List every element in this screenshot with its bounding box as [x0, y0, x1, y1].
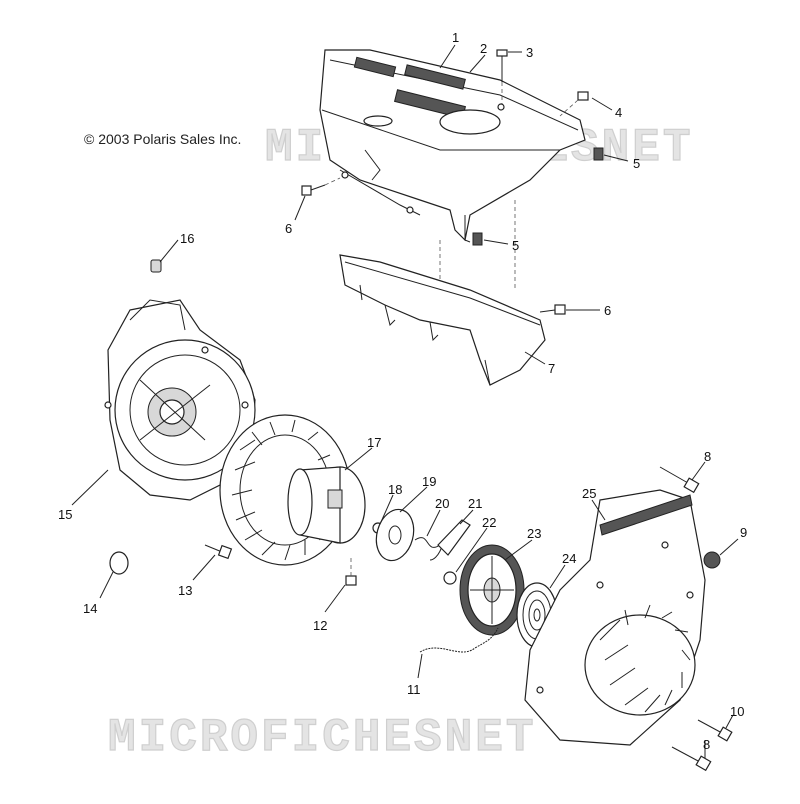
- callout-22: 22: [482, 515, 496, 530]
- screw-6-lower: [539, 304, 566, 315]
- starter-cup-17: [287, 466, 366, 544]
- recoil-housing-25: [524, 489, 706, 746]
- screw-4: [559, 91, 589, 117]
- callout-16: 16: [180, 231, 194, 246]
- top-shroud: [319, 49, 586, 243]
- callout-6a: 6: [285, 221, 292, 236]
- callout-23: 23: [527, 526, 541, 541]
- pulley-23: [459, 544, 525, 636]
- watermark-bottom: MICROFICHESNET: [108, 712, 536, 764]
- callout-15: 15: [58, 507, 72, 522]
- callout-24: 24: [562, 551, 576, 566]
- callout-3: 3: [526, 45, 533, 60]
- callout-14: 14: [83, 601, 97, 616]
- fan-housing-15: [104, 299, 256, 501]
- copyright-notice: © 2003 Polaris Sales Inc.: [84, 131, 242, 147]
- callout-9: 9: [740, 525, 747, 540]
- clip-5-upper: [593, 147, 604, 161]
- callout-13: 13: [178, 583, 192, 598]
- bolt-12: [345, 555, 357, 586]
- callout-12: 12: [313, 618, 327, 633]
- spring-20: [414, 537, 443, 561]
- pawl-21: [437, 519, 471, 556]
- screw-6-upper: [301, 177, 341, 196]
- callout-25: 25: [582, 486, 596, 501]
- screw-3: [496, 49, 508, 111]
- bolt-10: [697, 719, 733, 742]
- callout-5b: 5: [512, 238, 519, 253]
- callout-11: 11: [407, 682, 421, 697]
- bolt-8-lower: [671, 746, 712, 772]
- callout-1: 1: [452, 30, 459, 45]
- callout-5a: 5: [633, 156, 640, 171]
- nut-9: [703, 551, 721, 569]
- bolt-8-upper: [659, 466, 700, 494]
- callout-4: 4: [615, 105, 622, 120]
- plate-19: [375, 508, 415, 562]
- callout-17: 17: [367, 435, 381, 450]
- callout-21: 21: [468, 496, 482, 511]
- callout-10: 10: [730, 704, 744, 719]
- callout-18: 18: [388, 482, 402, 497]
- clip-5-lower: [472, 232, 483, 246]
- callout-numbers: 1 2 3 4 5 5 6 6 7 8 8 9 10 11 12 13 14 1…: [58, 30, 747, 752]
- air-duct-7: [339, 254, 546, 386]
- ring-22: [443, 571, 457, 585]
- callout-8a: 8: [704, 449, 711, 464]
- leader-lines: [71, 44, 739, 758]
- callout-2: 2: [480, 41, 487, 56]
- bolt-13: [204, 544, 233, 560]
- callout-6b: 6: [604, 303, 611, 318]
- plug-14: [109, 551, 129, 575]
- callout-19: 19: [422, 474, 436, 489]
- callout-8b: 8: [703, 737, 710, 752]
- callout-20: 20: [435, 496, 449, 511]
- callout-7: 7: [548, 361, 555, 376]
- bushing-16: [150, 259, 162, 273]
